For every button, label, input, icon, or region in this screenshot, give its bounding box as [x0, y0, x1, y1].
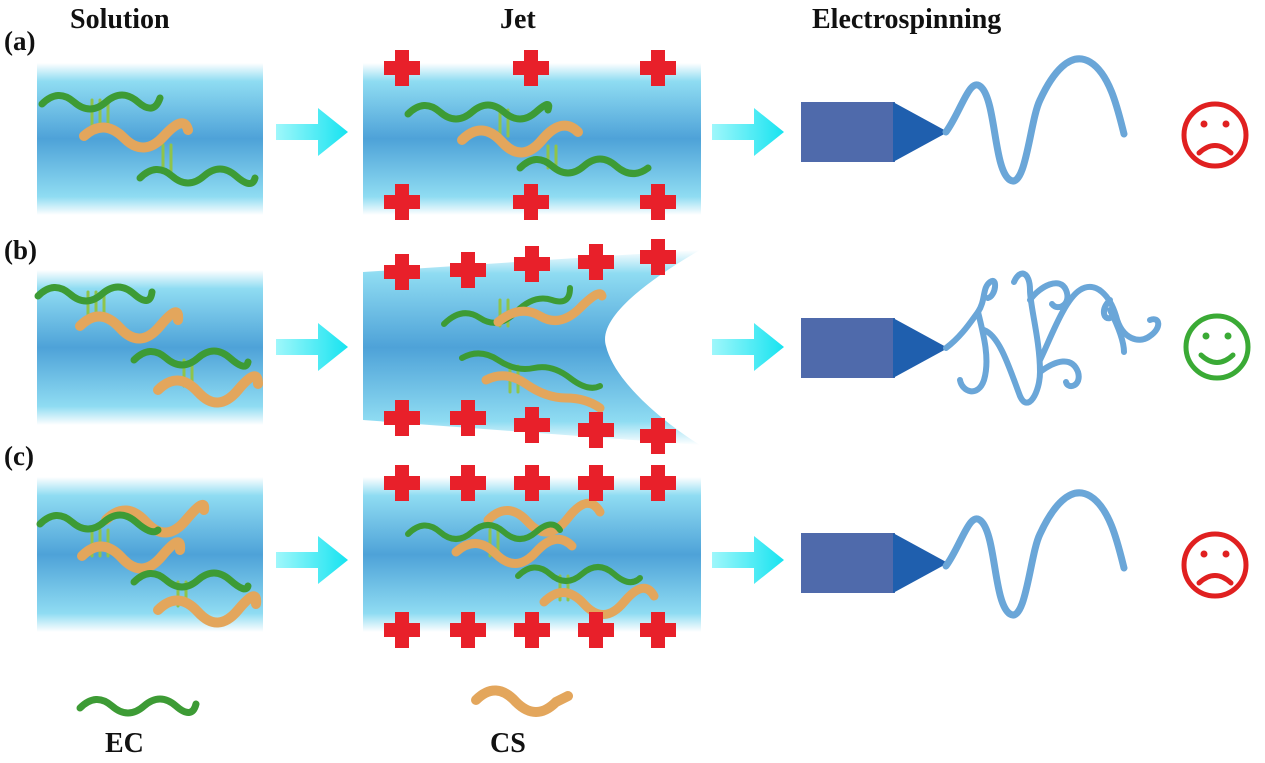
ec-chain — [130, 569, 252, 593]
jet-box-b — [363, 250, 700, 445]
cs-chain — [457, 120, 583, 158]
positive-charge-icon — [384, 612, 420, 648]
row-b-jet-chains — [441, 285, 607, 413]
solution-box-c — [37, 477, 263, 632]
ec-chain — [405, 521, 563, 542]
cs-chain — [75, 307, 184, 344]
process-arrow-icon — [712, 323, 784, 371]
positive-charge-icon — [384, 400, 420, 436]
cs-chain — [79, 118, 193, 153]
process-arrow-icon — [276, 323, 348, 371]
row-label-a: (a) — [4, 26, 36, 56]
header-jet: Jet — [500, 4, 536, 35]
nozzle-icon — [801, 533, 948, 593]
positive-charge-icon — [384, 465, 420, 501]
cs-chain — [539, 583, 659, 619]
legend-cs-chain-icon — [471, 685, 573, 717]
nozzle-icon — [801, 102, 948, 162]
ec-chain — [404, 101, 553, 123]
legend-cs-label: CS — [490, 728, 526, 759]
positive-charge-icon — [514, 407, 550, 443]
legend-ec-label: EC — [105, 728, 144, 759]
positive-charge-icon — [514, 612, 550, 648]
positive-charge-icon — [640, 465, 676, 501]
process-arrow-icon — [712, 108, 784, 156]
legend-ec-chain-icon — [76, 695, 200, 717]
positive-charge-icon — [513, 50, 549, 86]
positive-charge-icon — [450, 252, 486, 288]
solution-box-a — [37, 63, 263, 215]
process-arrow-icon — [712, 536, 784, 584]
positive-charge-icon — [384, 254, 420, 290]
row-a-jet-chains — [404, 101, 652, 177]
ec-chain — [130, 347, 252, 370]
positive-charge-icon — [450, 400, 486, 436]
process-arrow-icon — [276, 536, 348, 584]
positive-charge-icon — [640, 612, 676, 648]
header-solution: Solution — [70, 4, 170, 35]
happy-face-icon — [1183, 313, 1251, 381]
positive-charge-icon — [384, 184, 420, 220]
ec-chain — [136, 165, 259, 187]
charge-markers — [384, 50, 676, 648]
fiber-row-b-tangled — [943, 270, 1162, 406]
cs-chain — [153, 591, 262, 628]
nozzle-icon — [801, 318, 948, 378]
cs-chain — [481, 371, 605, 413]
positive-charge-icon — [578, 612, 614, 648]
cs-chain — [451, 534, 577, 568]
positive-charge-icon — [640, 184, 676, 220]
row-c-jet-chains — [405, 498, 659, 619]
cs-chain — [101, 499, 210, 538]
positive-charge-icon — [384, 50, 420, 86]
ec-chain — [34, 283, 156, 305]
process-arrows — [276, 108, 784, 584]
positive-charge-icon — [513, 184, 549, 220]
positive-charge-icon — [514, 465, 550, 501]
ec-chain — [38, 91, 164, 113]
positive-charge-icon — [578, 244, 614, 280]
positive-charge-icon — [640, 418, 676, 454]
sad-face-icon — [1181, 531, 1249, 599]
positive-charge-icon — [514, 246, 550, 282]
cs-chain — [77, 537, 186, 574]
positive-charge-icon — [578, 465, 614, 501]
cs-chain — [153, 371, 263, 408]
positive-charge-icon — [640, 239, 676, 275]
row-b-solution-chains — [34, 283, 263, 408]
ec-chain — [36, 511, 162, 536]
fiber-row-a — [942, 55, 1128, 185]
header-electrospinning: Electrospinning — [812, 4, 1002, 35]
cs-chain — [483, 498, 605, 537]
positive-charge-icon — [578, 412, 614, 448]
row-a-solution-chains — [38, 91, 259, 187]
cs-chain — [493, 289, 607, 327]
ec-chain — [516, 155, 652, 177]
positive-charge-icon — [450, 465, 486, 501]
spinneret-nozzles — [801, 102, 948, 593]
ec-chain — [459, 350, 603, 391]
row-label-b: (b) — [4, 235, 37, 265]
positive-charge-icon — [450, 612, 486, 648]
positive-charge-icon — [640, 50, 676, 86]
ec-chain — [515, 564, 643, 586]
sad-face-icon — [1181, 101, 1249, 169]
row-c-solution-chains — [36, 499, 262, 628]
row-label-c: (c) — [4, 441, 34, 471]
process-arrow-icon — [276, 108, 348, 156]
fiber-row-c — [942, 489, 1128, 619]
